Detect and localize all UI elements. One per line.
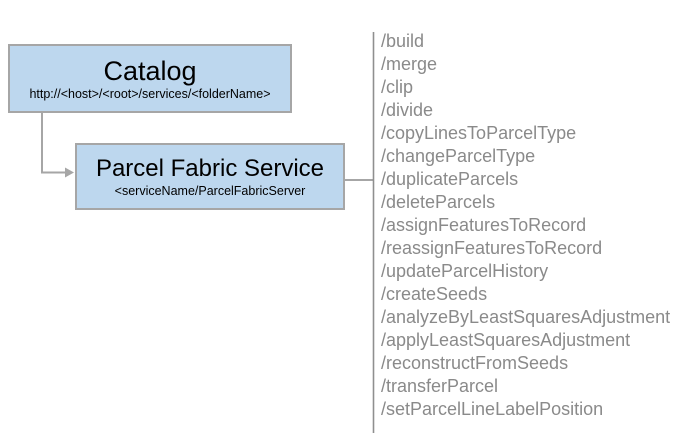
endpoint-item: /duplicateParcels (381, 169, 519, 189)
endpoint-item: /setParcelLineLabelPosition (381, 399, 604, 419)
service-title: Parcel Fabric Service (95, 154, 325, 182)
endpoint-item: /build (381, 31, 425, 51)
connector-arrowhead-icon (65, 167, 74, 178)
catalog-to-service-connector (41, 113, 66, 174)
endpoint-item: /divide (381, 100, 434, 120)
catalog-node: Catalog http://<host>/<root>/services/<f… (8, 44, 292, 113)
parcel-fabric-service-node: Parcel Fabric Service <serviceName/Parce… (75, 143, 345, 210)
endpoint-item: /assignFeaturesToRecord (381, 215, 587, 235)
endpoint-item: /deleteParcels (381, 192, 496, 212)
endpoint-item: /merge (381, 54, 438, 74)
endpoint-item: /createSeeds (381, 284, 488, 304)
endpoint-item: /updateParcelHistory (381, 261, 549, 281)
endpoint-item: /changeParcelType (381, 146, 536, 166)
catalog-title: Catalog (103, 55, 197, 86)
endpoint-item: /reassignFeaturesToRecord (381, 238, 603, 258)
catalog-url-subtitle: http://<host>/<root>/services/<folderNam… (29, 86, 271, 101)
endpoint-list: /build/merge/clip/divide/copyLinesToParc… (381, 30, 681, 421)
endpoint-item: /applyLeastSquaresAdjustment (381, 330, 631, 350)
endpoint-item: /analyzeByLeastSquaresAdjustment (381, 307, 671, 327)
service-name-subtitle: <serviceName/ParcelFabricServer (114, 183, 306, 198)
endpoint-item: /copyLinesToParcelType (381, 123, 577, 143)
endpoint-item: /transferParcel (381, 376, 499, 396)
endpoint-item: /clip (381, 77, 414, 97)
endpoint-item: /reconstructFromSeeds (381, 353, 569, 373)
